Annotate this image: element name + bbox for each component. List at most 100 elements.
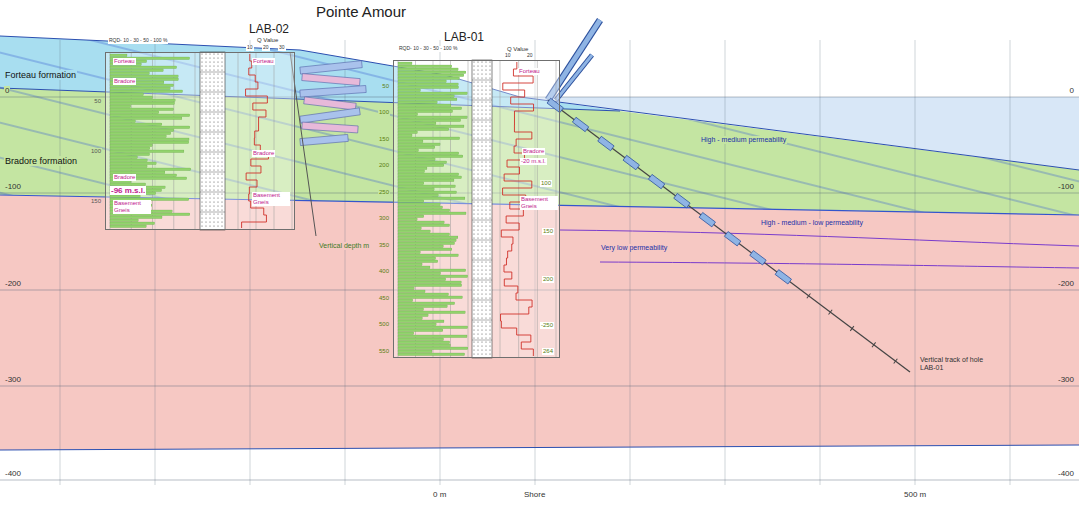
depth-tick: -250	[540, 322, 554, 329]
formation-tag: Bradore	[522, 148, 545, 155]
rqd-bar	[398, 215, 424, 218]
rqd-bar	[398, 134, 412, 137]
drill-rig	[556, 55, 592, 100]
rqd-bar	[398, 191, 456, 194]
lithology-division	[200, 192, 225, 193]
rqd-bar	[398, 188, 434, 191]
formation-tag: Forteau	[518, 68, 541, 75]
rqd-bar	[398, 344, 450, 347]
rqd-bar	[110, 90, 183, 93]
rqd-bar	[110, 219, 138, 222]
rqd-bar	[398, 242, 455, 245]
rqd-bar	[110, 66, 177, 69]
rqd-bar	[398, 209, 450, 212]
depth-tick: 264	[542, 348, 554, 355]
scale-tick: 20	[526, 53, 534, 59]
axis-title: Vertical depth m	[318, 242, 370, 250]
rqd-bar	[398, 281, 461, 284]
elevation-tick: 0	[1069, 86, 1075, 95]
casing-segment	[648, 174, 664, 188]
formation-tag: Forteau	[113, 58, 136, 65]
rqd-bar	[398, 218, 417, 221]
rqd-bar	[110, 195, 140, 198]
rqd-bar	[398, 152, 459, 155]
rqd-bar	[110, 96, 152, 99]
rqd-bar	[398, 323, 436, 326]
rqd-bar	[398, 263, 422, 266]
permeability-note: High - medium permeability	[700, 136, 787, 144]
distance-tick: 0 m	[432, 490, 447, 499]
rqd-bar	[398, 74, 464, 77]
rqd-bar	[398, 290, 425, 293]
rqd-bar	[398, 122, 436, 125]
elevation-tick: -200	[1057, 279, 1075, 288]
rqd-bar	[398, 206, 443, 209]
formation-tag: Basement Gneis	[252, 192, 290, 206]
rqd-bar	[110, 216, 162, 219]
rqd-bar	[110, 144, 152, 147]
rqd-bar	[398, 320, 444, 323]
inclined-hole	[547, 98, 910, 372]
hole-length-tick: 50	[381, 83, 390, 90]
rqd-bar	[398, 341, 450, 344]
rqd-bar	[110, 132, 171, 135]
lithology-division	[472, 240, 492, 241]
q-grid	[238, 52, 239, 230]
rqd-bar	[398, 203, 440, 206]
lithology-column	[200, 52, 225, 230]
rqd-bar	[110, 153, 150, 156]
rqd-bar	[110, 168, 191, 171]
rqd-bar	[398, 62, 412, 65]
casing-segment	[674, 193, 690, 207]
track-note: Vertical track of hole LAB-01	[919, 356, 999, 372]
formation-tag: Bradore	[252, 150, 275, 157]
rqd-bar	[398, 353, 465, 356]
formation-tag: Forteau	[252, 58, 275, 65]
hole-length-tick: 200	[378, 162, 390, 169]
diagram-title: Pointe Amour	[315, 3, 407, 20]
elevation-tick: -100	[1057, 182, 1075, 191]
rqd-bar	[398, 101, 437, 104]
hole-length-tick: 300	[378, 215, 390, 222]
rqd-bar	[398, 239, 456, 242]
casing-segment	[598, 136, 614, 150]
rqd-bar	[110, 117, 182, 120]
elevation-tick: -300	[4, 375, 22, 384]
lithology-division	[472, 80, 492, 81]
rqd-bar	[110, 165, 147, 168]
rqd-bar	[110, 222, 155, 225]
column-header: Q Value	[506, 46, 529, 53]
rqd-bar	[398, 197, 465, 200]
lithology-division	[472, 220, 492, 221]
q-grid	[500, 60, 501, 358]
rqd-bar	[398, 131, 417, 134]
rqd-bar	[398, 227, 421, 230]
rqd-bar	[398, 155, 463, 158]
rqd-bar	[110, 126, 190, 129]
lithology-division	[200, 172, 225, 173]
rqd-bar	[398, 296, 462, 299]
elevation-note: -96 m.s.l.	[110, 186, 146, 195]
rqd-bar	[110, 135, 166, 138]
hole-tick	[872, 342, 876, 347]
dip-bars	[300, 61, 366, 146]
lithology-division	[472, 300, 492, 301]
rqd-bar	[398, 317, 422, 320]
lithology-division	[472, 160, 492, 161]
rqd-bar	[398, 167, 427, 170]
lithology-division	[200, 72, 225, 73]
formation-tag: Basement Gneis	[520, 196, 558, 210]
lithology-division	[472, 260, 492, 261]
hole-tick	[807, 293, 811, 298]
rqd-bar	[110, 225, 146, 228]
rqd-grid	[195, 52, 196, 230]
log-ground	[393, 60, 559, 358]
elevation-tick: -400	[4, 469, 22, 478]
rqd-bar	[398, 308, 424, 311]
rqd-bar	[398, 86, 459, 89]
rqd-bar	[110, 87, 170, 90]
elevation-tick: 0	[4, 86, 10, 95]
log-ground	[105, 52, 295, 230]
